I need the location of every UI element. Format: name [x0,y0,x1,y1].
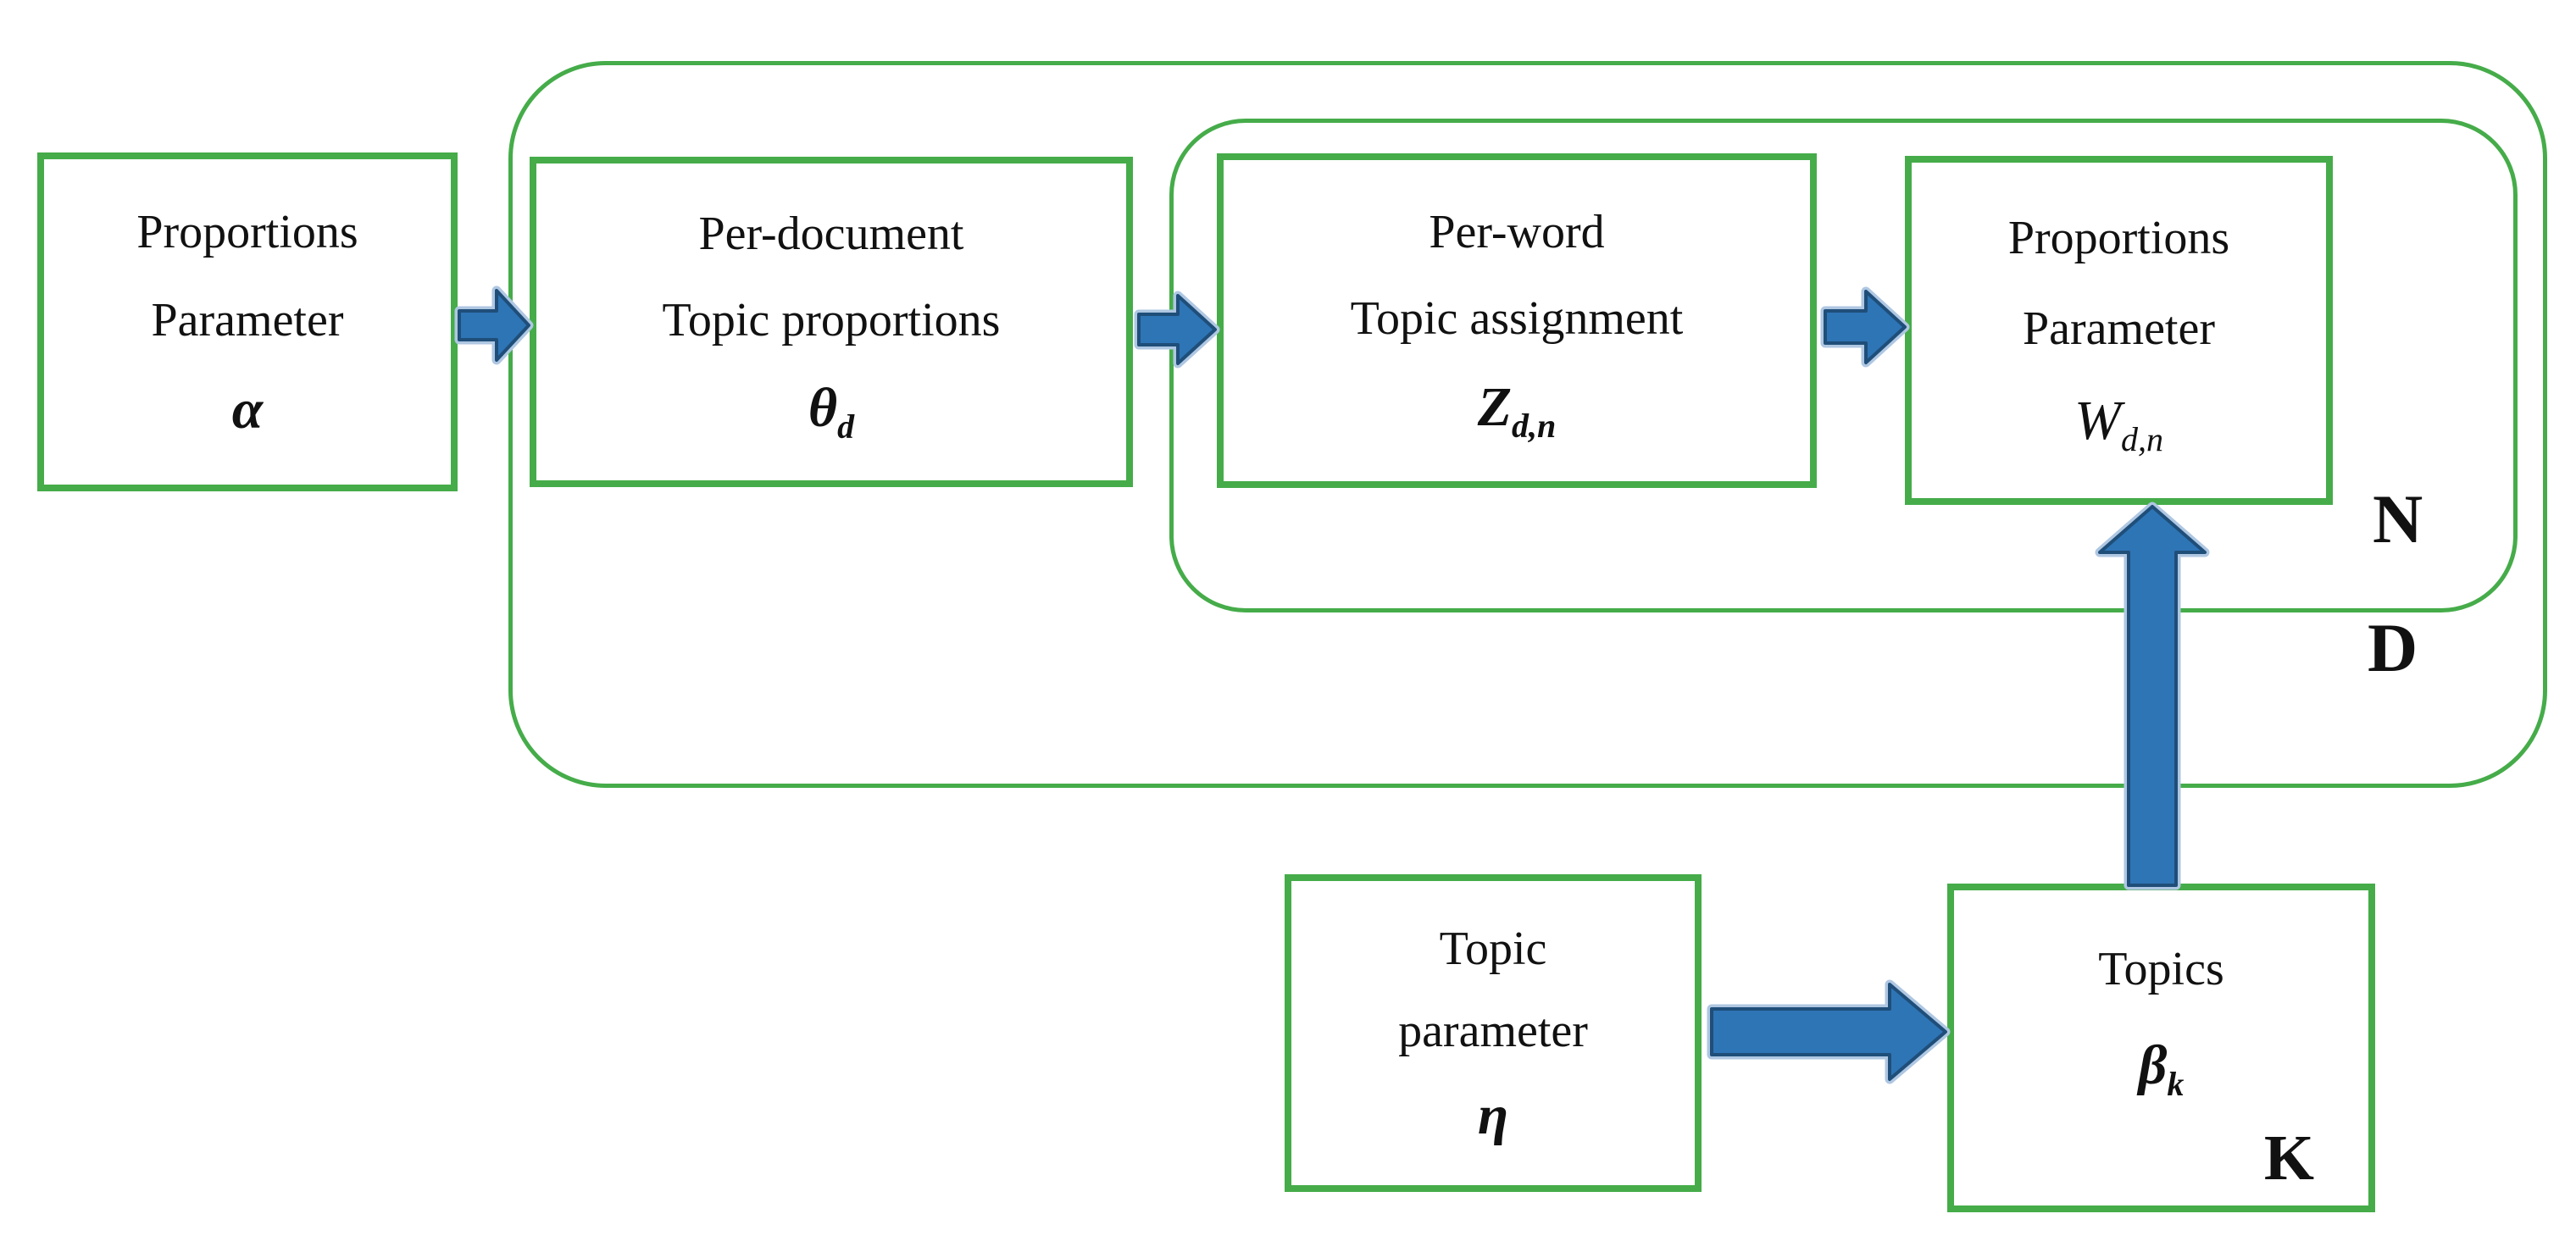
plate-label-N: N [2373,480,2423,557]
symbol-eta: η [1477,1084,1509,1147]
node-proportions-parameter-w: Proportions Parameter Wd,n [1905,156,2333,505]
node-label-line: Topic assignment [1350,292,1684,345]
arrow-eta-to-beta [1707,979,1951,1084]
node-topics-beta: Topics βk K [1947,884,2375,1212]
plate-documents-D [508,61,2547,788]
node-topic-parameter-eta: Topic parameter η [1285,874,1702,1192]
node-label-line: Per-word [1429,205,1605,258]
node-label-line: Proportions [136,205,358,258]
node-per-word-topic-assignment-z: Per-word Topic assignment Zd,n [1217,153,1817,488]
node-label-line: Proportions [2007,211,2230,264]
plate-label-D: D [2368,609,2418,686]
node-label-line: Topic [1439,922,1547,975]
node-proportions-parameter-alpha: Proportions Parameter α [37,152,458,491]
node-per-document-topic-proportions-theta: Per-document Topic proportions θd [530,157,1133,487]
symbol-z-dn: Zd,n [1477,376,1557,446]
node-label-line: Topics [2098,943,2224,996]
symbol-alpha: α [231,379,264,441]
node-label-line: Parameter [2023,302,2215,355]
symbol-theta-d: θd [808,376,855,446]
node-label-line: Parameter [151,293,344,346]
plate-label-K: K [2263,1122,2314,1194]
node-label-line: parameter [1398,1005,1588,1057]
symbol-beta-k: βk [2138,1034,2185,1103]
node-label-line: Topic proportions [662,293,1001,346]
symbol-w-dn: Wd,n [2074,390,2163,459]
node-label-line: Per-document [698,208,964,261]
